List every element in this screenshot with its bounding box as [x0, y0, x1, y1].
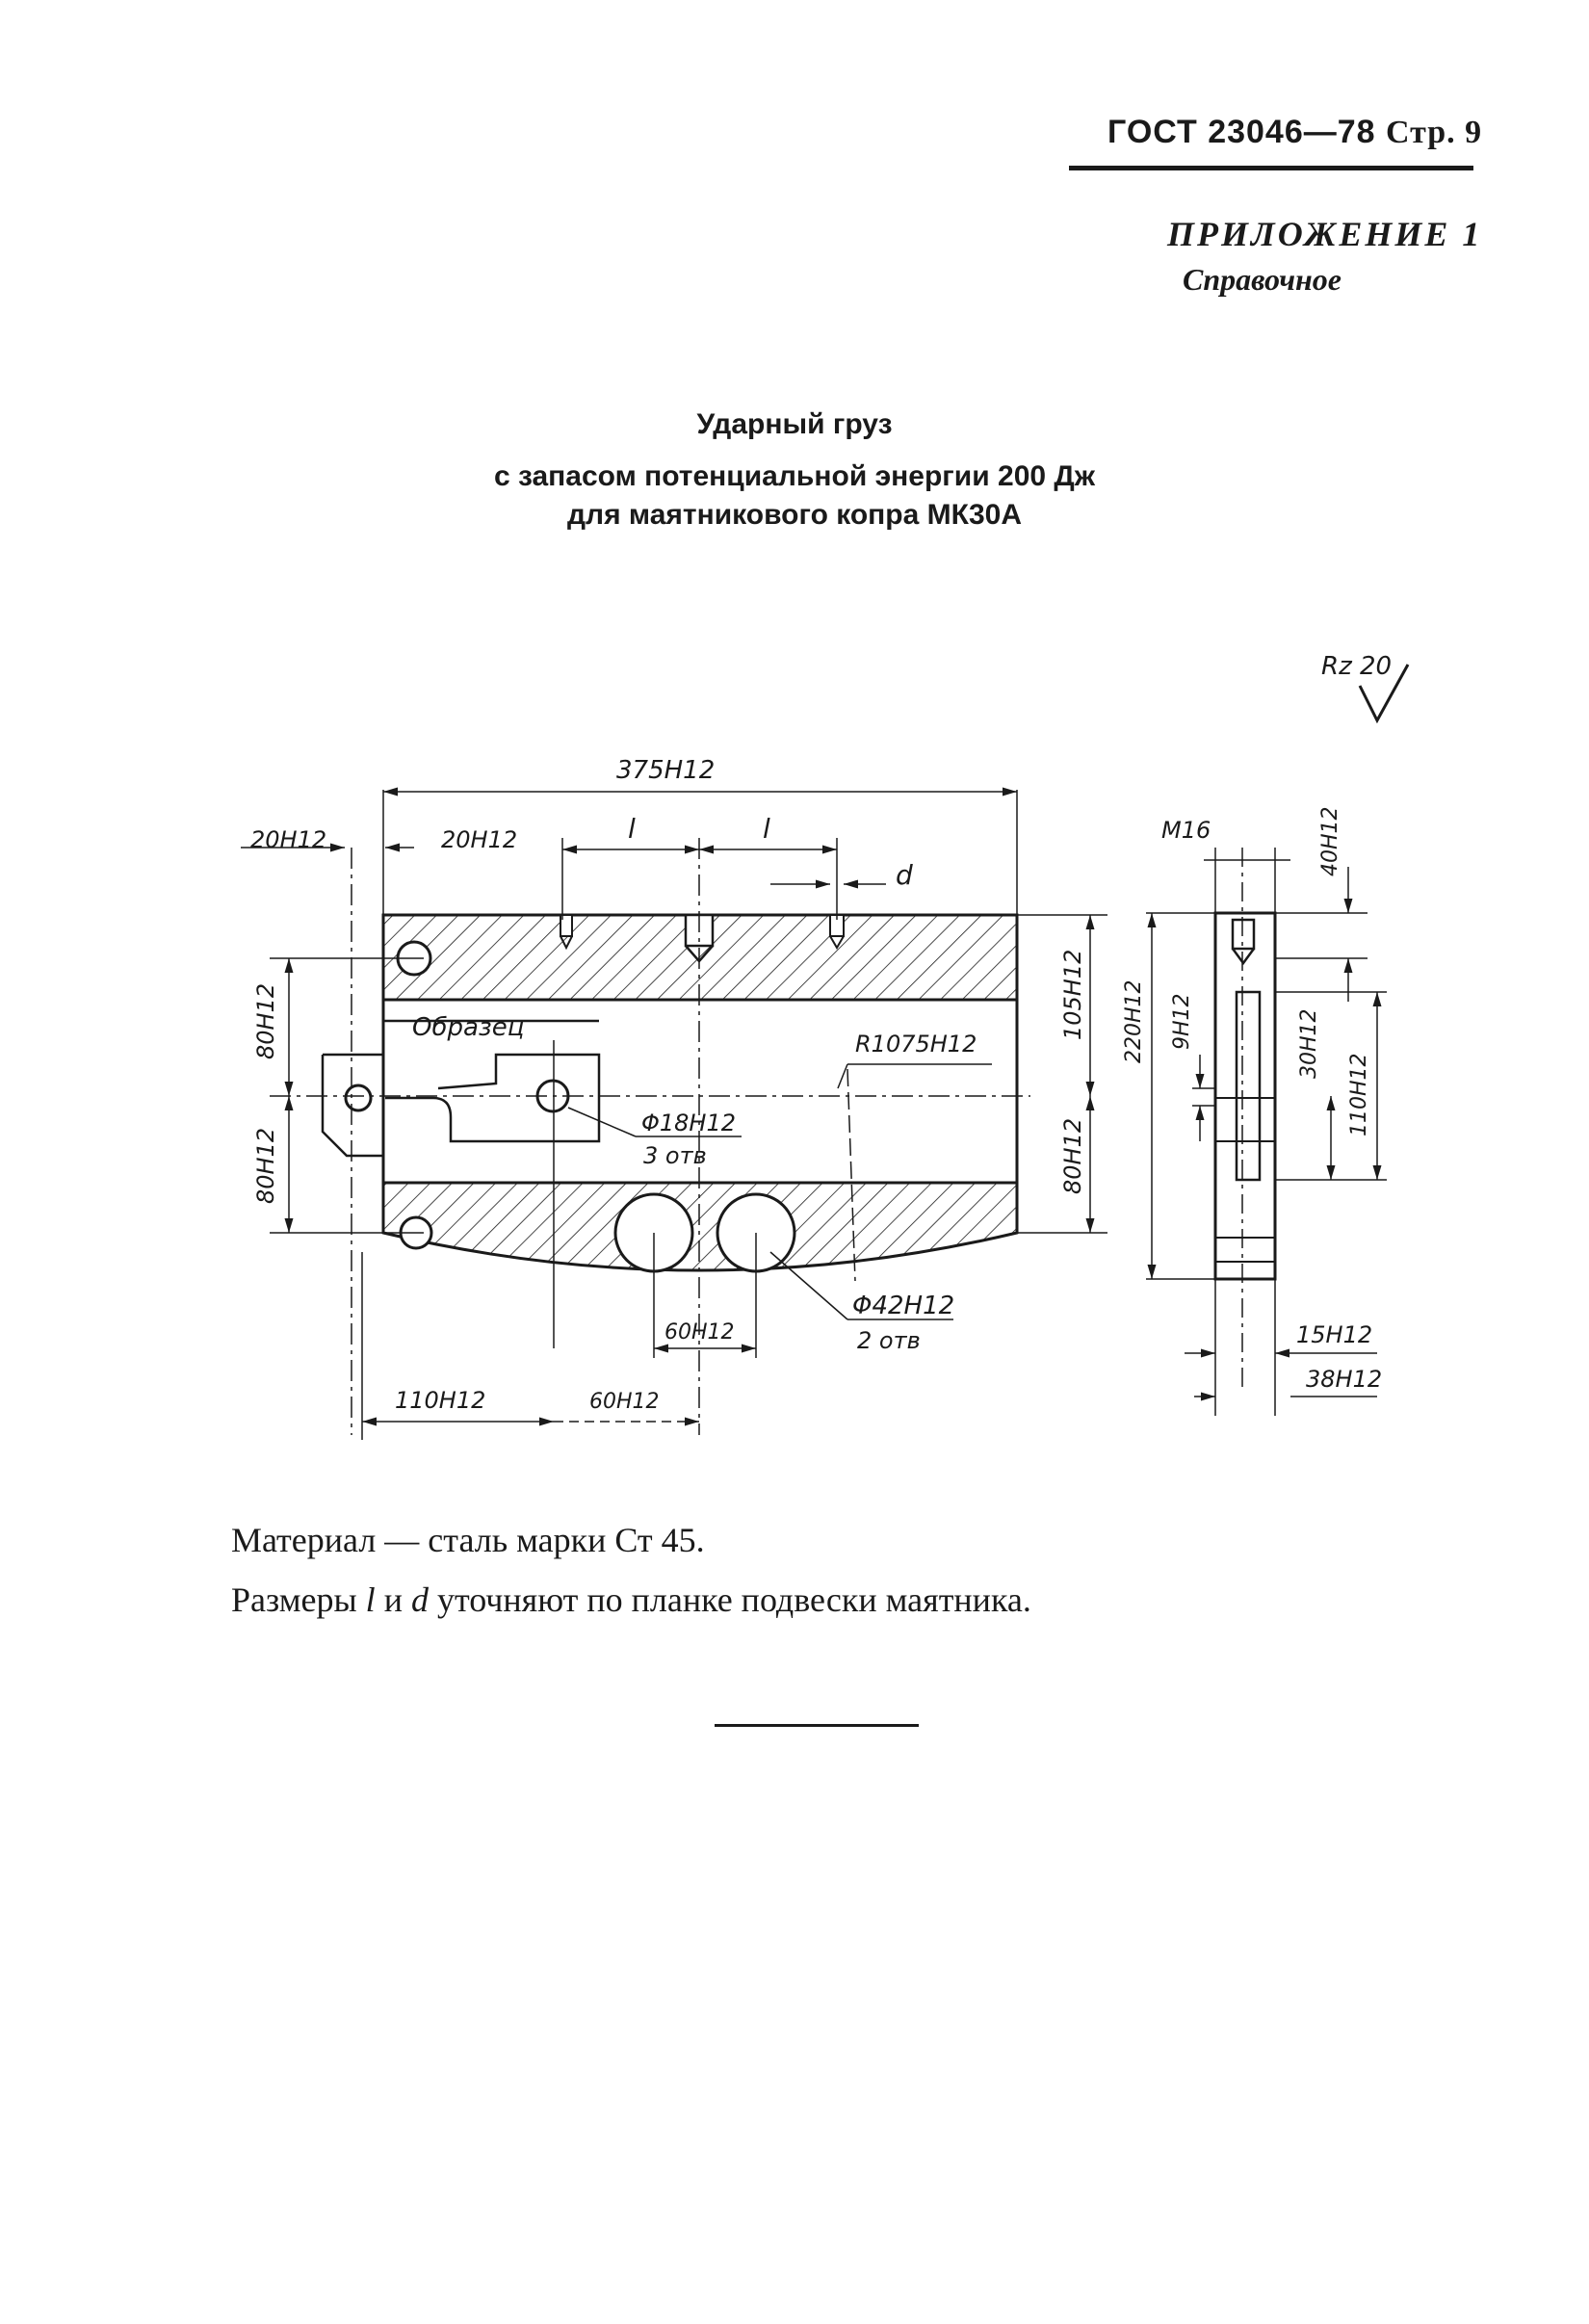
end-rule [715, 1724, 919, 1727]
front-view [241, 787, 1107, 1440]
dim-side-mid: 30H12 [1297, 1008, 1321, 1079]
roughness-symbol: Rz 20 [1321, 652, 1410, 724]
dim-large-hole: Φ42H12 [852, 1292, 954, 1320]
dim-side-thread: M16 [1161, 817, 1211, 844]
dim-side-thick1: 15H12 [1296, 1321, 1372, 1348]
dim-side-thick2: 38H12 [1306, 1366, 1382, 1393]
dim-side-top: 40H12 [1318, 806, 1342, 876]
specimen-notch-outline [385, 1053, 601, 1143]
dimensions-note-and: и [375, 1580, 411, 1619]
material-note: Материал — сталь марки Ст 45. [231, 1521, 705, 1559]
side-view [1146, 848, 1387, 1416]
dim-left-offset: 20H12 [250, 826, 326, 853]
dim-large-hole-qty: 2 отв [857, 1327, 921, 1354]
specimen-label: Образец [412, 1013, 524, 1042]
dim-radius: R1075H12 [855, 1031, 977, 1058]
small-hole-mid-left [344, 1084, 373, 1112]
dim-pitch-l1: l [628, 813, 636, 845]
dimensions-note-l: l [365, 1580, 376, 1619]
standard-number: ГОСТ 23046—78 [1107, 114, 1376, 150]
dim-hole-spacing: 60H12 [664, 1320, 735, 1345]
dim-hole-d: d [896, 859, 913, 891]
title-line-2: с запасом потенциальной энергии 200 Дж [493, 460, 1096, 492]
dim-pitch-l2: l [763, 813, 770, 845]
dim-bottom-left: 110H12 [395, 1387, 485, 1414]
roughness-label: Rz 20 [1321, 652, 1392, 681]
dim-right-upper: 105H12 [1059, 950, 1086, 1040]
dim-total-height: 220H12 [1122, 979, 1146, 1063]
title-line-1: Ударный груз [696, 408, 893, 440]
dim-right-lower: 80H12 [1059, 1118, 1086, 1194]
appendix-label: ПРИЛОЖЕНИЕ 1 [1167, 215, 1483, 253]
dimensions-note-d: d [410, 1580, 429, 1619]
dim-upper-height: 80H12 [252, 983, 279, 1059]
dim-overall-length: 375H12 [616, 756, 715, 785]
dim-small-hole-qty: 3 отв [643, 1142, 707, 1169]
appendix-kind: Справочное [1183, 262, 1342, 297]
standard-header: ГОСТ 23046—78 Стр. 9 [1107, 114, 1482, 151]
dim-side-slot: 9H12 [1170, 993, 1194, 1050]
dim-bottom-second: 60H12 [589, 1390, 660, 1414]
title-line-3: для маятникового копра МК30А [566, 499, 1022, 531]
dimensions-note-prefix: Размеры [231, 1580, 366, 1619]
dim-small-hole: Φ18H12 [641, 1110, 736, 1136]
dim-lower-height: 80H12 [252, 1128, 279, 1204]
page-number: Стр. 9 [1386, 115, 1483, 150]
dimensions-note-suffix: уточняют по планке подвески маятника. [428, 1580, 1031, 1619]
dim-hole-offset: 20H12 [441, 826, 517, 853]
header-rule [1069, 166, 1473, 170]
lower-hatched-band [381, 1181, 1019, 1272]
dim-side-span: 110H12 [1347, 1053, 1371, 1136]
dimensions-note: Размеры l и d уточняют по планке подвеск… [231, 1580, 1031, 1620]
